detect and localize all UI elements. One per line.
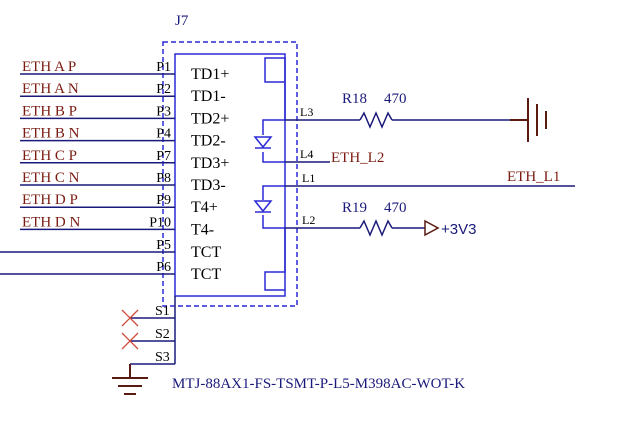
- pin-function: TCT: [191, 244, 221, 261]
- resistor-r18[interactable]: R18 470: [342, 91, 510, 129]
- led-pin-l4: L4: [300, 147, 313, 161]
- led-pin-l3: L3: [300, 105, 313, 119]
- connector-outline-dashed: [162, 41, 298, 307]
- power-arrow-icon: [424, 219, 440, 237]
- net-eth-l2: ETH_L2: [331, 150, 384, 166]
- pin-number: P4: [156, 127, 171, 142]
- pin-function: TD2-: [191, 133, 226, 150]
- pin-function: T4-: [191, 221, 214, 238]
- signal-pin-p8[interactable]: ETH C N P8 TD3-: [20, 170, 226, 194]
- pin-number: P2: [156, 82, 171, 97]
- pin-number: P8: [156, 171, 171, 186]
- led1-anode-trace: [262, 119, 285, 135]
- net-label: ETH C P: [22, 148, 77, 164]
- resistor-r19-ref: R19: [342, 200, 367, 216]
- pin-function: T4+: [191, 199, 218, 216]
- signal-pin-p1[interactable]: ETH A P P1 TD1+: [20, 59, 229, 83]
- net-label: ETH A P: [22, 59, 76, 75]
- pin-function: TD1+: [191, 66, 229, 83]
- signal-pin-p2[interactable]: ETH A N P2 TD1-: [20, 81, 226, 105]
- signal-pin-p9[interactable]: ETH D P P9 T4+: [20, 192, 218, 216]
- resistor-r18-value: 470: [384, 91, 407, 107]
- led-pin-l2: L2: [302, 213, 315, 227]
- power-net-label: +3V3: [441, 221, 476, 238]
- internal-led-wiring: [262, 57, 286, 291]
- pin-number: S1: [155, 304, 170, 319]
- led-diode-1-icon: [253, 136, 273, 149]
- shield-pin-s1[interactable]: S1: [121, 304, 175, 327]
- net-label: ETH B P: [22, 103, 77, 119]
- resistor-r19[interactable]: R19 470: [342, 200, 425, 237]
- pin-number: S3: [155, 350, 170, 365]
- connector-j7[interactable]: J7: [162, 13, 298, 307]
- resistor-r18-ref: R18: [342, 91, 367, 107]
- connector-refdes: J7: [175, 13, 189, 29]
- led1-cathode-trace: [262, 152, 285, 163]
- led-pin-l1: L1: [302, 171, 315, 185]
- pin-function: TCT: [191, 266, 221, 283]
- net-label: ETH D N: [22, 214, 80, 230]
- ground-icon-bottom: [112, 364, 148, 395]
- signal-pin-p7[interactable]: ETH C P P7 TD3+: [20, 148, 229, 172]
- no-connect-icon: [121, 332, 139, 350]
- pin-function: TD1-: [191, 88, 226, 105]
- pin-number: P10: [149, 215, 171, 230]
- shield-pin-s3[interactable]: S3: [130, 350, 175, 365]
- shield-pin-s2[interactable]: S2: [121, 327, 175, 350]
- tct-pin-p5[interactable]: P5 TCT: [0, 238, 221, 261]
- net-label: ETH C N: [22, 170, 80, 186]
- pin-function: TD2+: [191, 110, 229, 127]
- led2-anode-trace: [262, 185, 285, 200]
- led-pin-wires: [285, 119, 575, 229]
- led-trace-top: [264, 57, 286, 120]
- pin-number: P5: [156, 238, 171, 253]
- tct-pin-p6[interactable]: P6 TCT: [0, 260, 221, 283]
- pin-number: P7: [156, 149, 171, 164]
- pin-number: P9: [156, 193, 171, 208]
- signal-pin-p10[interactable]: ETH D N P10 T4-: [20, 214, 214, 238]
- ground-icon-right: [510, 98, 547, 142]
- pin-function: TD3+: [191, 155, 229, 172]
- pin-number: P6: [156, 260, 171, 275]
- resistor-r19-value: 470: [384, 200, 407, 216]
- no-connect-icon: [121, 309, 139, 327]
- pin-number: P3: [156, 104, 171, 119]
- connector-body: [174, 53, 286, 297]
- pin-number: S2: [155, 327, 170, 342]
- signal-pin-p4[interactable]: ETH B N P4 TD2-: [20, 126, 226, 150]
- power-port-3v3[interactable]: +3V3: [424, 219, 476, 238]
- led2-cathode-trace: [262, 215, 285, 229]
- net-label: ETH B N: [22, 126, 80, 142]
- part-number-label: MTJ-88AX1-FS-TSMT-P-L5-M398AC-WOT-K: [172, 376, 465, 392]
- net-label: ETH A N: [22, 81, 79, 97]
- signal-pin-p3[interactable]: ETH B P P3 TD2+: [20, 103, 229, 127]
- net-eth-l1: ETH_L1: [507, 169, 560, 185]
- net-label: ETH D P: [22, 192, 78, 208]
- pin-number: P1: [156, 60, 171, 75]
- led-diode-2-icon: [253, 200, 273, 213]
- led-trace-bottom: [264, 228, 286, 291]
- pin-function: TD3-: [191, 177, 226, 194]
